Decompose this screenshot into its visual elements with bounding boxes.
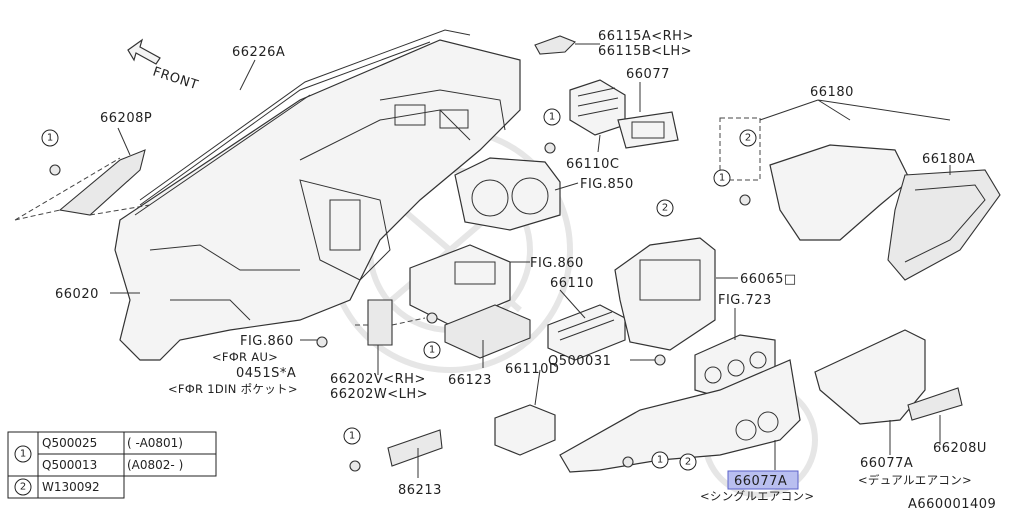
label-66020: 66020: [55, 287, 99, 302]
label-fig723: FIG.723: [718, 293, 772, 308]
label-66123: 66123: [448, 373, 492, 388]
label-66077A-highlight: 66077A: [734, 474, 787, 489]
pocket-66123: [444, 304, 531, 359]
marker-1-a: 1: [41, 129, 59, 147]
label-single-ac: <シングルエアコン>: [700, 489, 814, 503]
legend-range-1: (A0802- ): [127, 458, 183, 472]
legend-part-1: Q500013: [42, 458, 97, 472]
label-fig850: FIG.850: [580, 177, 634, 192]
marker-1-c: 1: [713, 169, 731, 187]
center-panel-66065: [614, 237, 716, 351]
side-vent-66115: [534, 35, 576, 55]
leader-lines: [110, 43, 951, 478]
label-86213: 86213: [398, 483, 442, 498]
label-66208P: 66208P: [100, 111, 152, 126]
svg-text:2: 2: [685, 457, 691, 468]
label-fig860-b: FIG.860: [240, 334, 294, 349]
label-dual-ac: <デュアルエアコン>: [858, 473, 972, 487]
label-66202V: 66202V<RH>: [330, 372, 426, 387]
label-66077: 66077: [626, 67, 670, 82]
svg-text:2: 2: [662, 203, 668, 214]
label-66115B: 66115B<LH>: [598, 44, 692, 59]
circled-markers: 1 1 2 1 2 1 1 1 2: [41, 108, 757, 471]
console-trim-66077A-single: [559, 359, 801, 473]
label-66110C: 66110C: [566, 157, 619, 172]
screws: [49, 142, 751, 472]
marker-1-e: 1: [343, 427, 361, 445]
svg-text:1: 1: [429, 345, 435, 356]
label-66208U: 66208U: [933, 441, 987, 456]
marker-2-c: 2: [679, 453, 697, 471]
label-66110D: 66110D: [505, 362, 559, 377]
highlight-66077A: [727, 470, 799, 490]
label-66115A: 66115A<RH>: [598, 29, 694, 44]
center-vent-66110: [547, 304, 626, 361]
legend-part-2: W130092: [42, 480, 100, 494]
combination-meter-fig850: [454, 157, 561, 231]
front-label: FRONT: [151, 65, 200, 94]
audio-unit-fig860: [409, 244, 511, 326]
marker-2-b: 2: [656, 199, 674, 217]
legend-table: 1 2 Q500025 ( -A0801) Q500013 (A0802- ) …: [7, 431, 217, 499]
svg-text:1: 1: [549, 112, 555, 123]
front-arrow: [127, 38, 161, 65]
legend-part-0: Q500025: [42, 436, 97, 450]
legend-range-0: ( -A0801): [127, 436, 183, 450]
marker-2-a: 2: [739, 129, 757, 147]
label-q500031: Q500031: [548, 354, 611, 369]
part-labels: FRONT 66226A 66115A<RH> 66115B<LH> 66077…: [55, 29, 996, 512]
svg-text:2: 2: [745, 133, 751, 144]
label-66180A: 66180A: [922, 152, 975, 167]
svg-text:1: 1: [719, 173, 725, 184]
label-66226A: 66226A: [232, 45, 285, 60]
bracket-86213: [387, 429, 443, 467]
marker-1-f: 1: [651, 451, 669, 469]
console-trim-66077A-dual: [814, 329, 963, 425]
meter-ring-66180A: [887, 169, 1001, 281]
label-for-au: <FФR AU>: [212, 350, 278, 364]
diagram-code: A660001409: [908, 497, 996, 512]
instrument-panel-66020: [114, 29, 521, 361]
label-66180: 66180: [810, 85, 854, 100]
vent-bezel-66077: [617, 111, 679, 149]
label-fig860-a: FIG.860: [530, 256, 584, 271]
svg-text:1: 1: [349, 431, 355, 442]
label-66065: 66065□: [740, 272, 797, 287]
label-0451: 0451S*A: [236, 366, 296, 381]
meter-visor-66180: [719, 117, 911, 241]
svg-text:1: 1: [47, 133, 53, 144]
svg-text:1: 1: [657, 455, 663, 466]
bracket-66202: [355, 299, 426, 346]
legend-marker-2: 2: [20, 482, 26, 493]
side-cover-66208P: [14, 149, 151, 221]
label-for-1din: <FФR 1DIN ポケット>: [168, 382, 298, 396]
marker-1-b: 1: [543, 108, 561, 126]
label-66077A-dual: 66077A: [860, 456, 913, 471]
legend-marker-1: 1: [20, 449, 26, 460]
marker-1-d: 1: [423, 341, 441, 359]
label-66202W: 66202W<LH>: [330, 387, 428, 402]
label-66110: 66110: [550, 276, 594, 291]
center-vent-66110C: [569, 79, 626, 136]
vent-66110D: [494, 404, 556, 456]
defroster-grille-66226A: [139, 41, 431, 206]
